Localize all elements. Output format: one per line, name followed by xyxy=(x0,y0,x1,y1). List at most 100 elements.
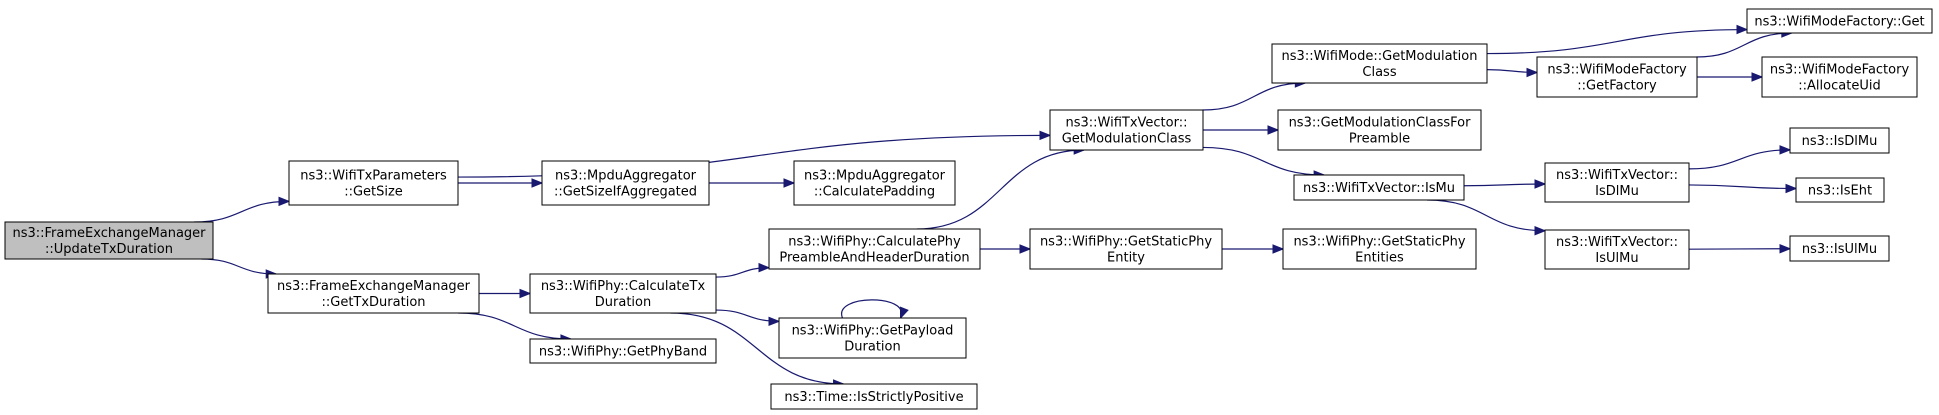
node-label: ns3::WifiMode::GetModulation xyxy=(1282,49,1478,64)
node-box xyxy=(1293,174,1465,201)
edge-n_vecisdlmu-to-n_iseht xyxy=(1688,183,1798,194)
edge-line xyxy=(194,200,290,223)
node-box xyxy=(1271,43,1488,84)
node-box xyxy=(793,160,956,206)
edge-n_modemod-to-n_factoryget xyxy=(1486,24,1749,55)
edge-n_payload-to-n_payload xyxy=(841,299,909,320)
edge-n_txvecmod-to-n_ismu xyxy=(1202,146,1326,180)
node-label: ns3::WifiPhy::GetPhyBand xyxy=(539,345,707,360)
node-ismu[interactable]: ns3::WifiTxVector::IsMu xyxy=(1293,174,1465,201)
node-label: PreambleAndHeaderDuration xyxy=(779,251,969,266)
node-label: Preamble xyxy=(1349,132,1410,147)
node-box xyxy=(529,338,717,364)
edge-n_txvecmod-to-n_modclasspre xyxy=(1203,125,1280,135)
edge-arrowhead xyxy=(1534,179,1547,189)
node-getsizeagg[interactable]: ns3::MpduAggregator::GetSizeIfAggregated xyxy=(541,160,710,206)
edge-line xyxy=(1696,32,1792,58)
node-label: ns3::GetModulationClassFor xyxy=(1289,116,1472,131)
node-box xyxy=(768,228,981,270)
node-allocuid[interactable]: ns3::WifiModeFactory::AllocateUid xyxy=(1761,56,1918,98)
node-label: ::UpdateTxDuration xyxy=(45,242,173,257)
node-box xyxy=(1795,177,1885,203)
node-label: IsDlMu xyxy=(1595,184,1639,199)
edge-arrowhead xyxy=(783,178,796,188)
edge-n_getsizeagg-to-n_calcpad xyxy=(709,178,796,188)
node-isdlmu[interactable]: ns3::IsDlMu xyxy=(1789,127,1890,154)
node-txvecmod[interactable]: ns3::WifiTxVector::GetModulationClass xyxy=(1049,109,1204,151)
edge-line xyxy=(458,312,571,340)
edge-n_txvecmod-to-n_modemod xyxy=(1202,78,1307,111)
edge-arrowhead xyxy=(1019,244,1032,254)
node-label: ns3::MpduAggregator xyxy=(804,169,946,184)
node-label: ns3::WifiPhy::CalculateTx xyxy=(541,279,706,294)
node-factoryget[interactable]: ns3::WifiModeFactory::Get xyxy=(1746,8,1933,34)
node-physband[interactable]: ns3::WifiPhy::GetPhyBand xyxy=(529,338,717,364)
node-label: ns3::WifiTxParameters xyxy=(300,169,447,184)
edge-n_getfactory-to-n_allocuid xyxy=(1697,72,1764,82)
edge-n_ismu-to-n_vecisdlmu xyxy=(1463,179,1547,189)
edge-line xyxy=(1486,28,1748,55)
edge-n_ismu-to-n_vecisulmu xyxy=(1426,199,1547,236)
edge-arrowhead xyxy=(1267,125,1280,135)
edge-n_vecisulmu-to-n_isulmu xyxy=(1688,243,1792,254)
node-label: ::GetSize xyxy=(344,185,403,200)
node-label: Duration xyxy=(595,295,651,310)
edge-n_calctx-to-n_payload xyxy=(715,309,781,327)
node-vecisdlmu[interactable]: ns3::WifiTxVector::IsDlMu xyxy=(1544,162,1690,203)
node-box xyxy=(1049,109,1204,151)
node-label: ns3::WifiTxVector:: xyxy=(1556,235,1678,250)
edge-line xyxy=(1463,183,1546,187)
node-label: Entities xyxy=(1355,251,1404,266)
node-label: ::GetTxDuration xyxy=(321,295,425,310)
node-box xyxy=(1536,56,1698,98)
node-label: GetModulationClass xyxy=(1062,132,1192,147)
node-calcpad[interactable]: ns3::MpduAggregator::CalculatePadding xyxy=(793,160,956,206)
node-label: ns3::WifiPhy::CalculatePhy xyxy=(788,235,961,250)
edge-arrowhead xyxy=(1526,67,1539,78)
node-gettxdur[interactable]: ns3::FrameExchangeManager::GetTxDuration xyxy=(267,273,480,314)
call-edges xyxy=(194,24,1798,389)
node-label: ns3::WifiModeFactory xyxy=(1547,63,1687,78)
edge-line xyxy=(1688,149,1791,170)
node-label: ns3::IsEht xyxy=(1808,184,1872,199)
edge-n_vecisdlmu-to-n_isdlmu xyxy=(1688,145,1792,170)
edge-arrowhead xyxy=(900,306,909,320)
node-label: Duration xyxy=(844,340,900,355)
node-box xyxy=(1789,235,1890,262)
node-label: IsUlMu xyxy=(1595,251,1638,266)
node-label: ns3::WifiTxVector:: xyxy=(1065,116,1187,131)
node-label: ns3::Time::IsStrictlyPositive xyxy=(784,390,963,405)
node-vecisulmu[interactable]: ns3::WifiTxVector::IsUlMu xyxy=(1544,229,1690,270)
edge-line xyxy=(1426,199,1546,232)
node-txparams[interactable]: ns3::WifiTxParameters::GetSize xyxy=(288,160,459,206)
node-box xyxy=(1544,162,1690,203)
edge-n_update-to-n_gettxdur xyxy=(201,258,278,279)
node-box xyxy=(1029,228,1223,270)
node-box xyxy=(1282,228,1477,270)
node-modemod[interactable]: ns3::WifiMode::GetModulationClass xyxy=(1271,43,1488,84)
node-box xyxy=(770,383,978,410)
node-label: ns3::IsDlMu xyxy=(1802,134,1878,149)
node-strictpos[interactable]: ns3::Time::IsStrictlyPositive xyxy=(770,383,978,410)
node-iseht[interactable]: ns3::IsEht xyxy=(1795,177,1885,203)
node-isulmu[interactable]: ns3::IsUlMu xyxy=(1789,235,1890,262)
node-preamble[interactable]: ns3::WifiPhy::CalculatePhyPreambleAndHea… xyxy=(768,228,981,270)
node-label: ::GetSizeIfAggregated xyxy=(554,185,697,200)
node-label: ::CalculatePadding xyxy=(814,185,935,200)
edge-line xyxy=(1202,82,1306,111)
node-update: ns3::FrameExchangeManager::UpdateTxDurat… xyxy=(4,221,214,260)
node-label: ::GetFactory xyxy=(1577,79,1657,94)
node-label: ns3::WifiModeFactory::Get xyxy=(1754,15,1924,30)
edge-line xyxy=(670,312,844,385)
node-getfactory[interactable]: ns3::WifiModeFactory::GetFactory xyxy=(1536,56,1698,98)
edge-n_staticphy-to-n_staticphies xyxy=(1222,244,1285,254)
node-label: ns3::WifiModeFactory xyxy=(1770,63,1910,78)
edge-arrowhead xyxy=(1736,24,1749,35)
node-label: ns3::MpduAggregator xyxy=(555,169,697,184)
node-box xyxy=(1761,56,1918,98)
